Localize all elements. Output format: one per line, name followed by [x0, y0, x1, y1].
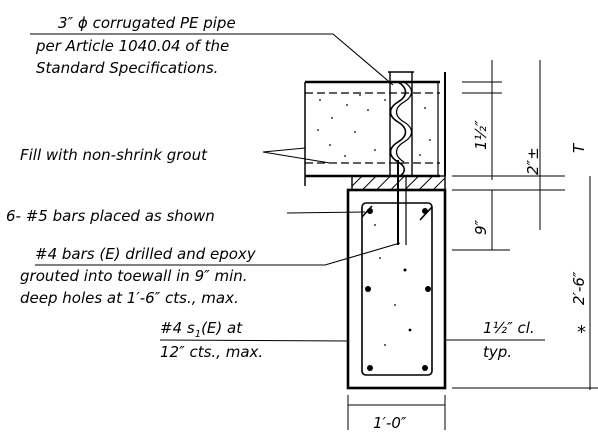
slab-aggregate-dots	[317, 94, 431, 157]
dim-2-plus-minus: 2″±	[524, 147, 542, 175]
dim-2-6: 2′-6″	[570, 271, 588, 305]
corrugated-pe-pipe	[388, 71, 414, 177]
dim-T: T	[570, 142, 588, 153]
pipe-note-line1: 3″ ϕ corrugated PE pipe	[58, 14, 236, 32]
pipe-note-line3: Standard Specifications.	[36, 59, 218, 77]
clear-cover-note-line2: typ.	[483, 343, 512, 361]
pipe-note-line2: per Article 1040.04 of the	[35, 37, 229, 55]
dimension-text: 1½″ 2″± T 9″ 2′-6″ * 1′-0″	[373, 120, 588, 432]
clear-cover-note-line1: 1½″ cl.	[483, 319, 535, 337]
dim-1-half: 1½″	[472, 120, 490, 150]
notes: 3″ ϕ corrugated PE pipe per Article 1040…	[6, 14, 535, 361]
dimension-lines	[347, 60, 598, 430]
leader-lines	[30, 33, 545, 342]
deck-slab	[304, 72, 446, 186]
s-bars-note-line2: 12″ cts., max.	[160, 343, 263, 361]
e-bars-note-line3: deep holes at 1′-6″ cts., max.	[20, 289, 239, 307]
e-bars-note-line1: #4 bars (E) drilled and epoxy	[35, 245, 257, 263]
s-bars-note-line1: #4 s1(E) at	[160, 319, 243, 340]
dim-9-inch: 9″	[472, 219, 490, 235]
grout-note: Fill with non-shrink grout	[20, 146, 208, 164]
dim-1-0: 1′-0″	[373, 414, 407, 432]
dim-star: *	[577, 322, 586, 343]
toewall	[346, 160, 447, 390]
bars-note: 6- #5 bars placed as shown	[6, 207, 215, 225]
e-bars-note-line2: grouted into toewall in 9″ min.	[20, 267, 248, 285]
